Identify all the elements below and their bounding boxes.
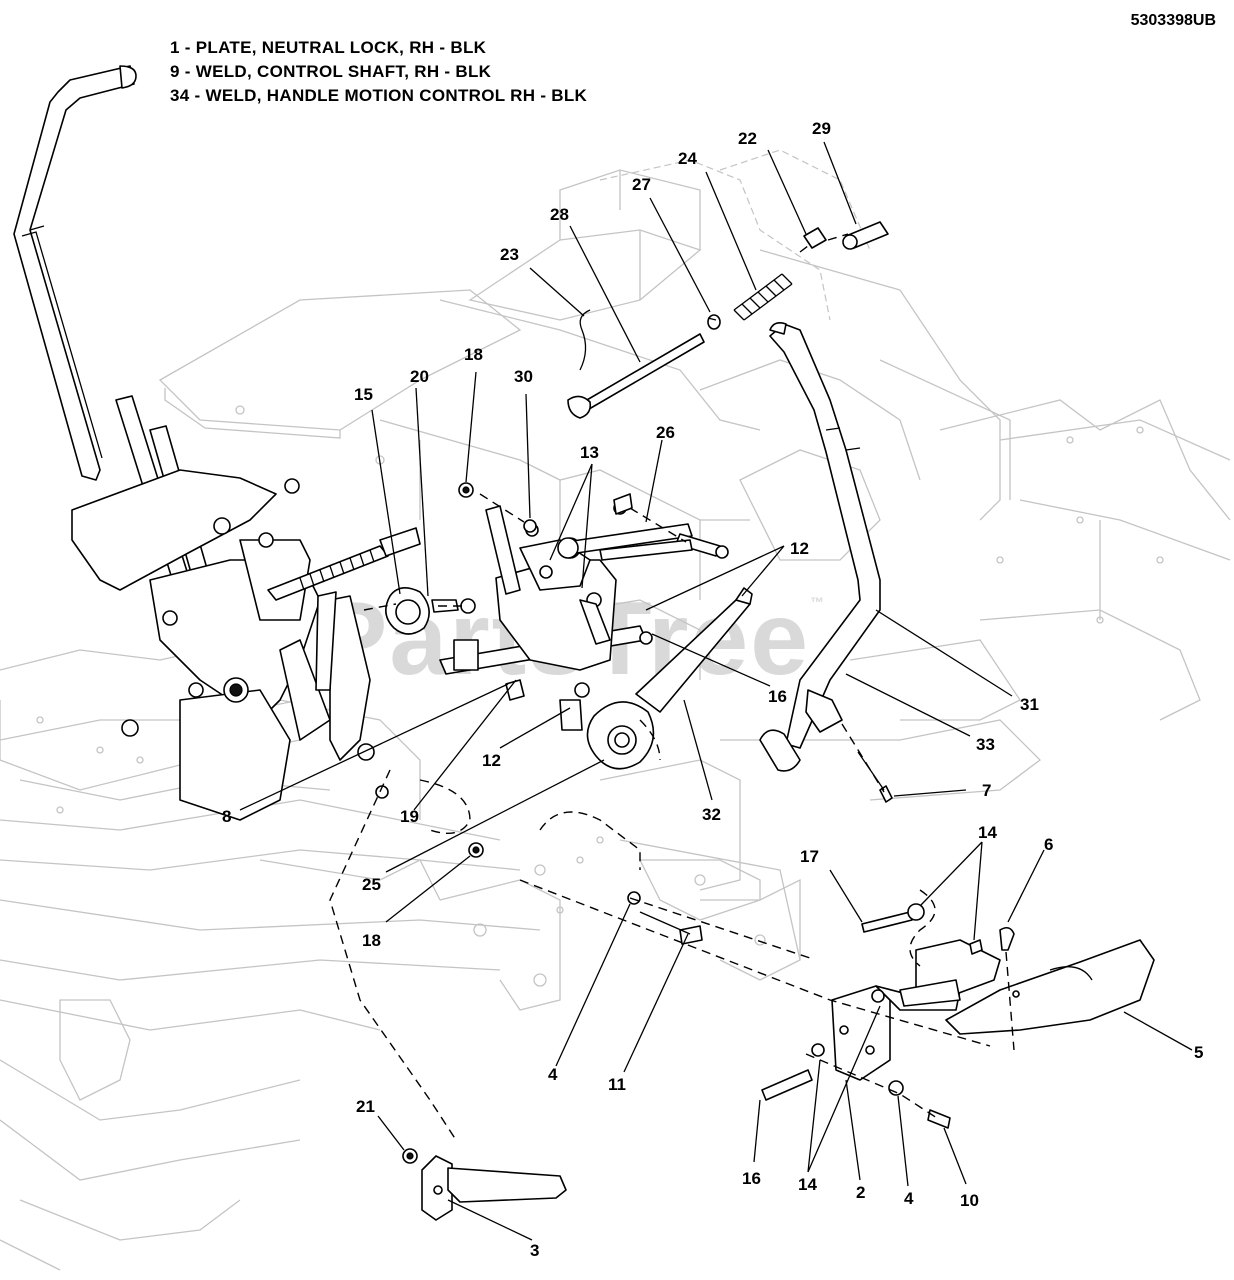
callout-3: 3 (530, 1241, 539, 1260)
callout-14-upper: 14 (978, 823, 997, 842)
flange-bearing-lower (586, 701, 655, 770)
trademark-symbol: ™ (810, 594, 827, 610)
callout-24: 24 (678, 149, 697, 168)
document-code: 5303398UB (1130, 12, 1216, 29)
callout-4-right: 4 (904, 1189, 914, 1208)
callout-14-lower: 14 (798, 1175, 817, 1194)
callout-16-lower: 16 (742, 1169, 761, 1188)
pivot-rod (567, 309, 705, 419)
callout-28: 28 (550, 205, 569, 224)
callout-22: 22 (738, 129, 757, 148)
legend-line: 34 - WELD, HANDLE MOTION CONTROL RH - BL… (170, 86, 588, 105)
callout-11: 11 (608, 1075, 626, 1094)
callout-10: 10 (960, 1191, 979, 1210)
flange-bearing-upper (385, 587, 476, 635)
callout-16-upper: 16 (768, 687, 787, 706)
right-neutral-plate (945, 939, 1155, 1035)
callout-12-lower: 12 (482, 751, 501, 770)
control-shaft-left (267, 527, 421, 761)
callout-13: 13 (580, 443, 599, 462)
callout-15: 15 (354, 385, 373, 404)
callout-25: 25 (362, 875, 381, 894)
callout-6: 6 (1044, 835, 1053, 854)
hardware (402, 482, 1015, 1164)
tension-spring-assembly (707, 221, 889, 330)
callout-33: 33 (976, 735, 995, 754)
legend-line: 1 - PLATE, NEUTRAL LOCK, RH - BLK (170, 38, 487, 57)
right-motion-control-handle (759, 322, 881, 772)
parts-legend: 1 - PLATE, NEUTRAL LOCK, RH - BLK 9 - WE… (170, 36, 587, 108)
left-neutral-plate (71, 469, 277, 591)
callout-8: 8 (222, 807, 231, 826)
callout-7: 7 (982, 781, 991, 800)
callout-26: 26 (656, 423, 675, 442)
center-control-bracket (485, 501, 627, 671)
bottom-bracket (421, 1155, 567, 1221)
leader-lines (239, 141, 1193, 1241)
callout-4-left: 4 (548, 1065, 558, 1084)
callout-31: 31 (1020, 695, 1039, 714)
neutral-bracket (831, 939, 1001, 1081)
callout-18-lower: 18 (362, 931, 381, 950)
mower-frame-background (0, 149, 1231, 1271)
callout-23: 23 (500, 245, 519, 264)
callout-20: 20 (410, 367, 429, 386)
callout-30: 30 (514, 367, 533, 386)
callout-5: 5 (1194, 1043, 1203, 1062)
damper (557, 523, 729, 561)
callout-18-upper: 18 (464, 345, 483, 364)
callout-2: 2 (856, 1183, 865, 1202)
legend-line: 9 - WELD, CONTROL SHAFT, RH - BLK (170, 62, 492, 81)
callout-29: 29 (812, 119, 831, 138)
neutral-lock-plate (635, 587, 753, 713)
callout-17: 17 (800, 847, 819, 866)
callout-labels: 29 22 24 27 28 23 18 20 30 15 13 26 12 1… (222, 119, 1203, 1260)
callout-19: 19 (400, 807, 419, 826)
callout-12-upper: 12 (790, 539, 809, 558)
callout-27: 27 (632, 175, 651, 194)
callout-21: 21 (356, 1097, 375, 1116)
callout-32: 32 (702, 805, 721, 824)
